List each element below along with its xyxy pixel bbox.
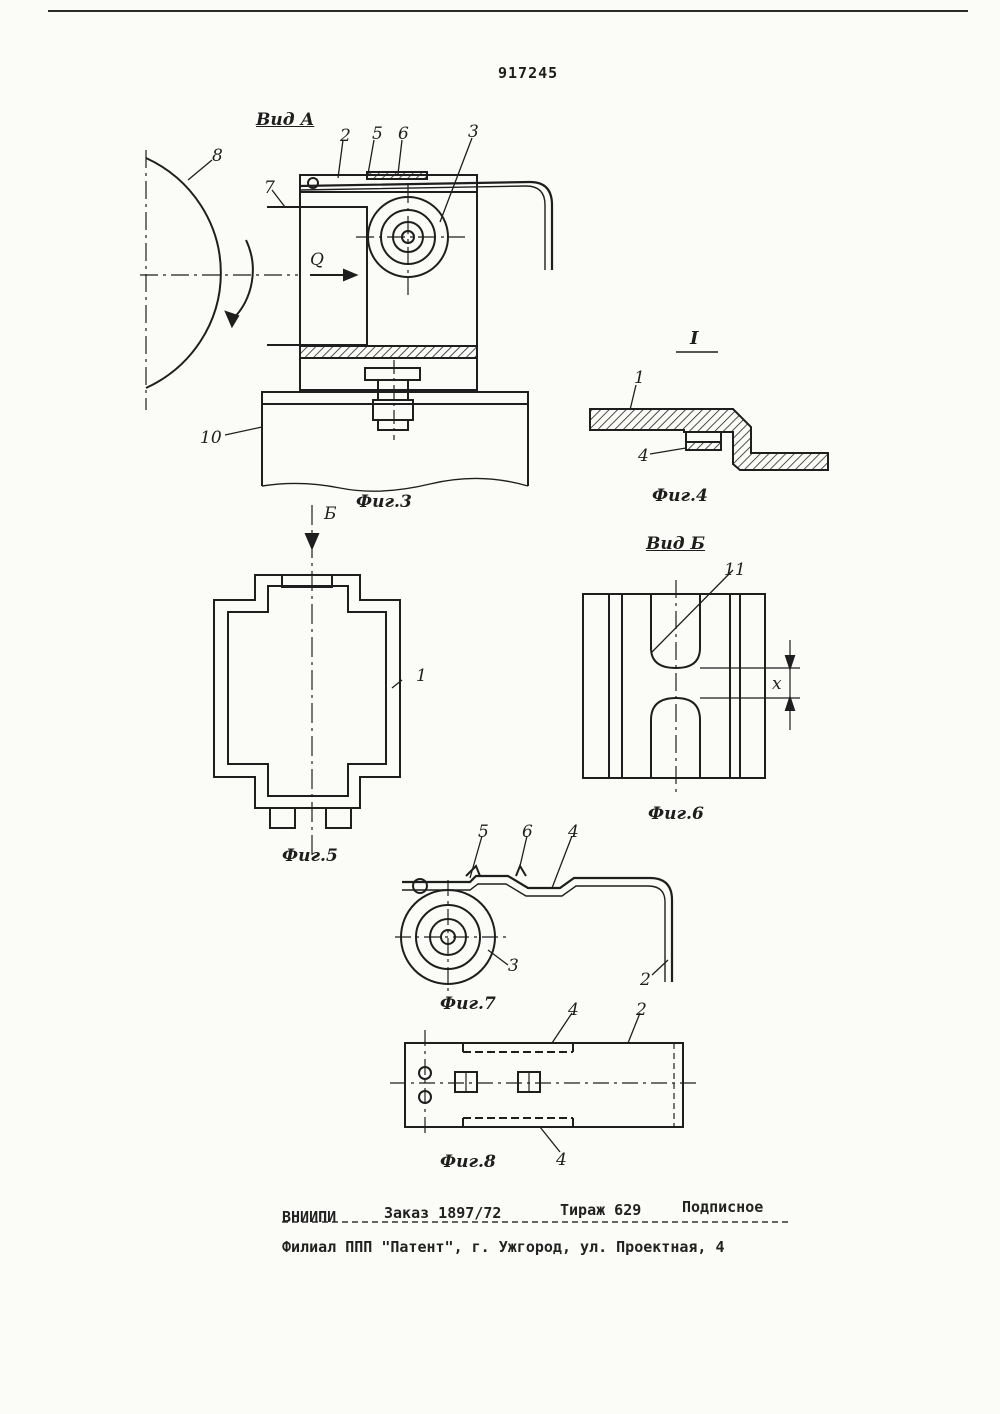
fig8-label-4-bottom: 4 xyxy=(556,1152,567,1169)
fig4-view-title: I xyxy=(690,330,698,348)
fig4-caption: Фиг.4 xyxy=(652,488,708,505)
fig6-label-11: 11 xyxy=(724,562,746,579)
fig5-label-b: Б xyxy=(324,506,337,523)
figure-8-drawing xyxy=(390,1030,700,1138)
footer-org: ВНИИПИ xyxy=(282,1208,336,1226)
fig6-label-x: x xyxy=(772,676,782,693)
fig8-caption: Фиг.8 xyxy=(440,1154,496,1171)
figure-7-drawing xyxy=(395,866,672,996)
fig3-caption: Фиг.3 xyxy=(356,494,412,511)
fig7-label-6: 6 xyxy=(522,824,533,841)
fig5-caption: Фиг.5 xyxy=(282,848,338,865)
footer-circulation: Тираж 629 xyxy=(560,1201,641,1219)
fig3-label-6: 6 xyxy=(398,126,409,143)
fig7-label-3: 3 xyxy=(508,958,519,975)
fig4-label-1: 1 xyxy=(634,370,645,387)
fig7-caption: Фиг.7 xyxy=(440,996,496,1013)
fig7-label-2: 2 xyxy=(640,972,651,989)
fig7-label-4: 4 xyxy=(568,824,579,841)
fig3-label-8: 8 xyxy=(212,148,223,165)
footer-order: Заказ 1897/72 xyxy=(384,1204,501,1222)
fig5-label-1: 1 xyxy=(416,668,427,685)
fig6-view-title: Вид Б xyxy=(646,536,705,553)
fig8-label-4-top: 4 xyxy=(568,1002,579,1019)
fig6-caption: Фиг.6 xyxy=(648,806,704,823)
fig3-label-10: 10 xyxy=(200,430,222,447)
fig3-view-title: Вид А xyxy=(256,112,314,129)
figure-4-drawing xyxy=(590,352,828,470)
footer-subscription: Подписное xyxy=(682,1198,763,1216)
fig7-label-5: 5 xyxy=(478,824,489,841)
fig8-label-2: 2 xyxy=(636,1002,647,1019)
fig3-label-q: Q xyxy=(310,252,324,269)
fig3-label-2: 2 xyxy=(340,128,351,145)
figure-5-drawing xyxy=(214,505,400,858)
footer-branch: Филиал ППП "Патент", г. Ужгород, ул. Про… xyxy=(282,1238,725,1256)
fig3-label-3: 3 xyxy=(468,124,479,141)
fig4-label-4: 4 xyxy=(638,448,649,465)
fig3-label-5: 5 xyxy=(372,126,383,143)
fig3-label-7: 7 xyxy=(264,180,275,197)
